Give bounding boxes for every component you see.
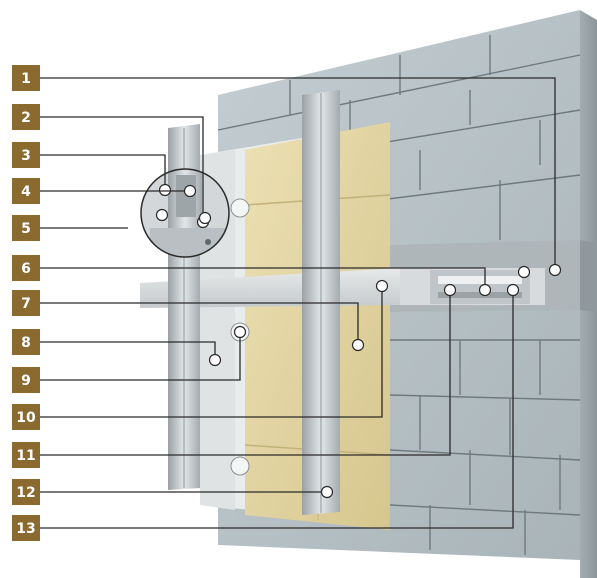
callout-6-leader-line bbox=[40, 267, 486, 290]
callout-12-marker bbox=[320, 485, 334, 499]
callout-8-badge bbox=[12, 329, 40, 355]
callout-11-number: 11 bbox=[16, 448, 35, 464]
callout-3-marker bbox=[158, 183, 172, 197]
callout-3-leader-line bbox=[40, 154, 166, 190]
callout-8: 8 bbox=[12, 329, 222, 367]
callout-7-badge bbox=[12, 290, 40, 316]
callout-11-leader-line bbox=[40, 290, 451, 456]
callout-10-number: 10 bbox=[16, 410, 36, 426]
callout-6-number: 6 bbox=[21, 261, 31, 277]
callout-4: 4 bbox=[12, 178, 197, 204]
callout-1-leader-line bbox=[40, 77, 556, 270]
callout-13-number: 13 bbox=[16, 521, 35, 537]
callout-11-marker bbox=[443, 283, 457, 297]
callout-7-number: 7 bbox=[21, 296, 31, 312]
callout-1-number: 1 bbox=[21, 71, 31, 87]
callout-13: 13 bbox=[12, 283, 520, 541]
callout-9: 9 bbox=[12, 325, 247, 393]
detail-marker-2 bbox=[517, 265, 531, 279]
callout-8-marker bbox=[208, 353, 222, 367]
callout-10-leader-line bbox=[40, 286, 383, 418]
callout-7-marker bbox=[351, 338, 365, 352]
callout-1: 1 bbox=[12, 65, 562, 277]
callout-12-badge bbox=[12, 479, 40, 505]
callout-1-badge bbox=[12, 65, 40, 91]
callout-13-badge bbox=[12, 515, 40, 541]
callout-10-badge bbox=[12, 404, 40, 430]
callout-2-number: 2 bbox=[21, 110, 31, 126]
callout-4-badge bbox=[12, 178, 40, 204]
callout-6-badge bbox=[12, 255, 40, 281]
callout-5: 5 bbox=[12, 208, 169, 241]
fixing-dowels bbox=[230, 198, 250, 476]
callout-2: 2 bbox=[12, 104, 210, 229]
callout-4-marker bbox=[183, 184, 197, 198]
callout-11-badge bbox=[12, 442, 40, 468]
callout-5-number: 5 bbox=[21, 221, 31, 237]
callout-3-badge bbox=[12, 142, 40, 168]
callout-5-badge bbox=[12, 215, 40, 241]
callout-10-marker bbox=[375, 279, 389, 293]
callout-1-marker bbox=[548, 263, 562, 277]
callout-3-number: 3 bbox=[21, 148, 31, 164]
detail-magnifier bbox=[140, 168, 230, 258]
callout-12-number: 12 bbox=[16, 485, 35, 501]
callout-2-leader-line bbox=[40, 116, 204, 222]
callout-6: 6 bbox=[12, 255, 492, 297]
callout-9-marker bbox=[233, 325, 247, 339]
callout-5-marker bbox=[155, 208, 169, 222]
callout-2-badge bbox=[12, 104, 40, 130]
detail-marker-1 bbox=[198, 211, 212, 225]
callout-9-leader-line bbox=[40, 332, 241, 381]
callout-9-badge bbox=[12, 367, 40, 393]
callout-10: 10 bbox=[12, 279, 389, 430]
callout-8-number: 8 bbox=[21, 335, 31, 351]
callout-11: 11 bbox=[12, 283, 457, 468]
callout-12: 12 bbox=[12, 479, 334, 505]
callout-13-leader-line bbox=[40, 290, 514, 529]
callout-7: 7 bbox=[12, 290, 365, 352]
callout-7-leader-line bbox=[40, 302, 359, 345]
callout-6-marker bbox=[478, 283, 492, 297]
callout-4-number: 4 bbox=[21, 184, 31, 200]
callout-13-marker bbox=[506, 283, 520, 297]
callout-9-number: 9 bbox=[21, 373, 31, 389]
callout-3: 3 bbox=[12, 142, 172, 197]
